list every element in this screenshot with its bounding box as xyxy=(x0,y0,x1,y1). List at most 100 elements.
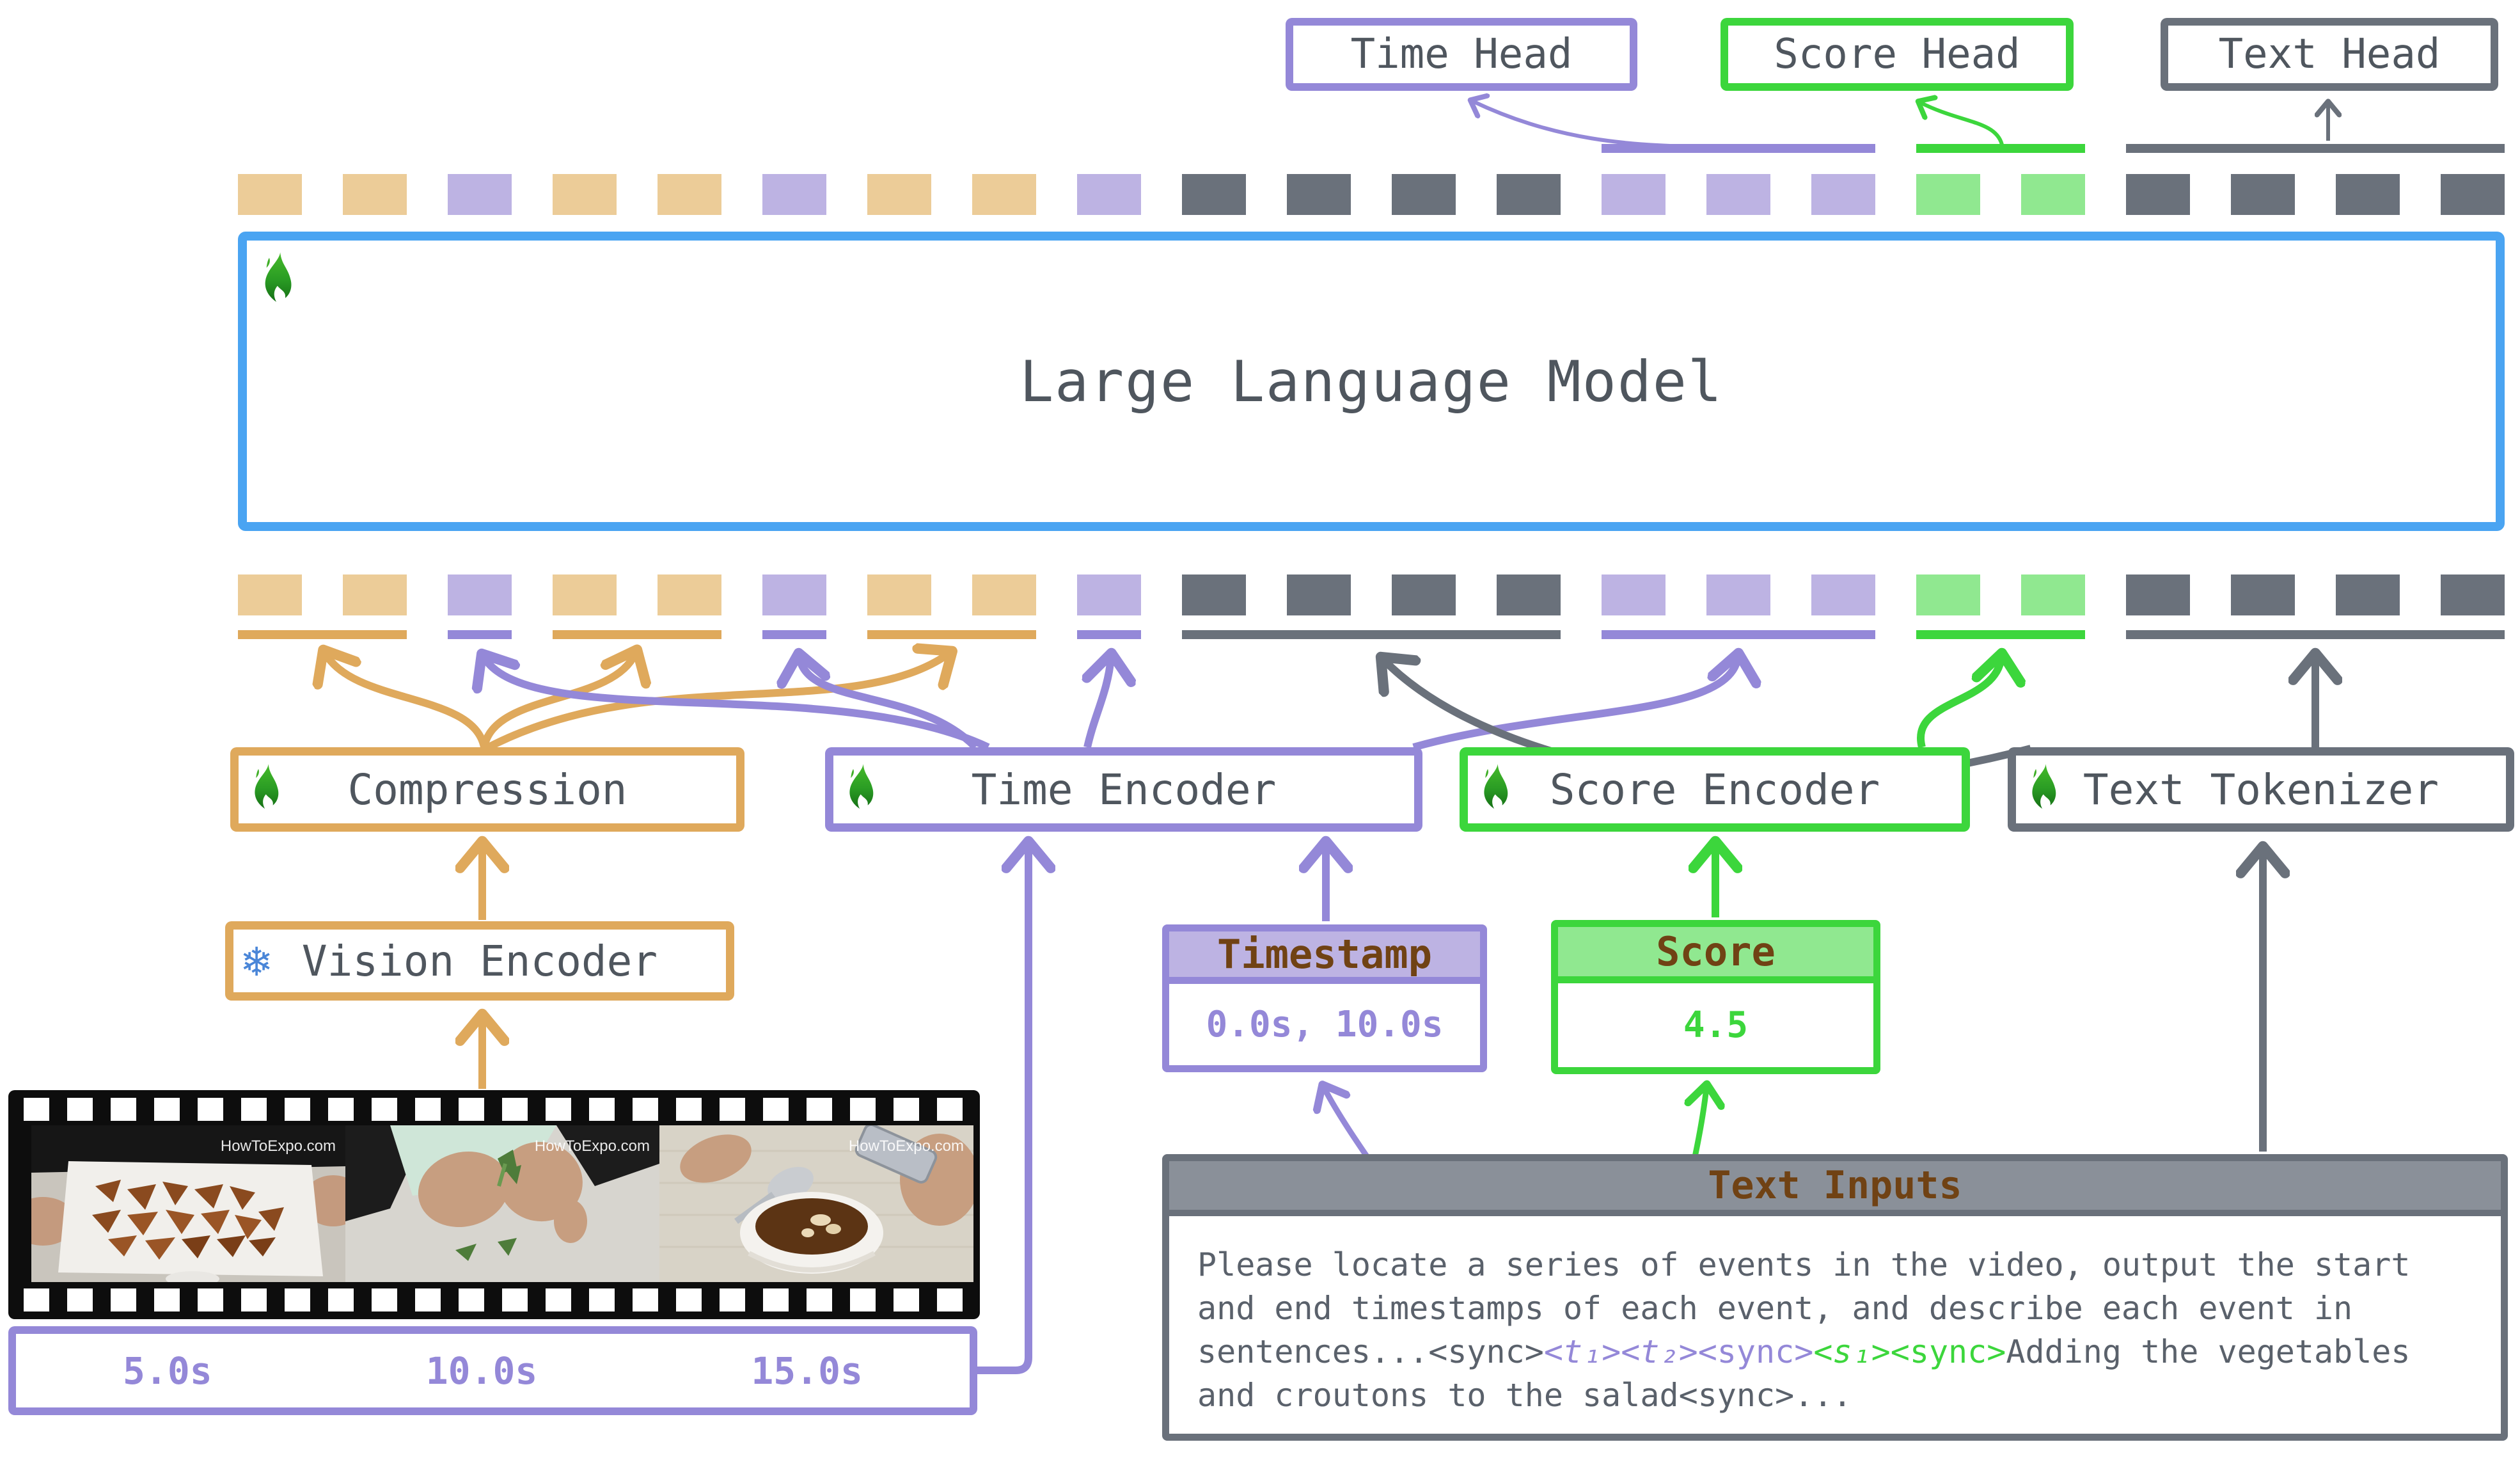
text-segment-purple: <sync> xyxy=(1697,1333,1814,1370)
underline-bar-purple xyxy=(1602,144,1875,153)
token-green xyxy=(2021,574,2085,615)
token-gray xyxy=(1392,574,1456,615)
token-gray xyxy=(2441,174,2505,215)
token-green xyxy=(2021,174,2085,215)
underline-bar-gray xyxy=(2126,630,2505,639)
token-purple xyxy=(1706,174,1770,215)
flame-icon xyxy=(257,250,297,306)
text-segment-gray: sentences...<sync> xyxy=(1197,1333,1544,1370)
flame-icon xyxy=(248,762,283,812)
frame-2-watermark: HowToExpo.com xyxy=(535,1137,650,1155)
token-gray xyxy=(2441,574,2505,615)
frame-times-box: 5.0s 10.0s 15.0s xyxy=(8,1326,977,1415)
token-tan xyxy=(238,574,302,615)
token-tan xyxy=(658,574,721,615)
token-gray xyxy=(1392,174,1456,215)
text-line: Please locate a series of events in the … xyxy=(1197,1243,2501,1287)
compression-box: Compression xyxy=(230,747,744,832)
underline-bar-purple xyxy=(1077,630,1141,639)
token-tan xyxy=(972,574,1036,615)
timestamp-value: 0.0s, 10.0s xyxy=(1206,1004,1444,1045)
flame-icon xyxy=(1477,762,1513,812)
llm-box: Large Language Model xyxy=(238,232,2505,531)
underline-bar-green xyxy=(1916,630,2085,639)
llm-label: Large Language Model xyxy=(1020,348,1723,415)
underline-bar-purple xyxy=(1602,630,1875,639)
video-film-strip: HowToExpo.com HowToExpo.com xyxy=(8,1090,980,1319)
token-purple xyxy=(448,574,512,615)
text-segment-gray: Please locate a series of events in the … xyxy=(1197,1246,2411,1283)
timestamp-box: Timestamp 0.0s, 10.0s xyxy=(1162,924,1487,1072)
token-gray xyxy=(1497,574,1561,615)
underline-bar-gray xyxy=(2126,144,2505,153)
token-gray xyxy=(1287,574,1351,615)
token-purple xyxy=(762,574,826,615)
time-head-box: Time Head xyxy=(1286,18,1637,91)
token-purple xyxy=(448,174,512,215)
frame-time-3: 15.0s xyxy=(751,1349,863,1393)
score-encoder-box: Score Encoder xyxy=(1460,747,1970,832)
time-encoder-box: Time Encoder xyxy=(825,747,1422,832)
text-segment-gray: and croutons to the salad<sync>... xyxy=(1197,1377,1852,1414)
token-gray xyxy=(1182,174,1246,215)
token-tan xyxy=(553,574,617,615)
score-value: 4.5 xyxy=(1683,1004,1749,1046)
score-title: Score xyxy=(1558,927,1873,983)
token-tan xyxy=(343,574,407,615)
score-box: Score 4.5 xyxy=(1551,920,1880,1074)
token-gray xyxy=(2126,174,2190,215)
text-line: and end timestamps of each event, and de… xyxy=(1197,1287,2501,1330)
text-head-label: Text Head xyxy=(2218,31,2441,78)
film-sprockets-bottom xyxy=(24,1288,965,1311)
token-gray xyxy=(2126,574,2190,615)
text-inputs-body: Please locate a series of events in the … xyxy=(1169,1216,2501,1417)
token-purple xyxy=(1811,174,1875,215)
time-head-label: Time Head xyxy=(1350,31,1573,78)
token-green xyxy=(1916,574,1980,615)
frame-3-watermark: HowToExpo.com xyxy=(849,1137,964,1155)
text-tokenizer-label: Text Tokenizer xyxy=(2083,765,2439,814)
text-inputs-title: Text Inputs xyxy=(1169,1161,2501,1216)
text-segment-gray: Adding the vegetables xyxy=(2006,1333,2411,1370)
token-tan xyxy=(972,174,1036,215)
token-gray xyxy=(2231,574,2295,615)
text-line: sentences...<sync><t₁><t₂><sync><s₁><syn… xyxy=(1197,1330,2501,1374)
token-tan xyxy=(867,574,931,615)
underline-bar-gray xyxy=(1182,630,1561,639)
frame-1-watermark: HowToExpo.com xyxy=(221,1137,336,1155)
token-purple xyxy=(1706,574,1770,615)
timestamp-title: Timestamp xyxy=(1169,931,1480,984)
text-segment-gray: and end timestamps of each event, and de… xyxy=(1197,1290,2353,1327)
underline-bar-tan xyxy=(553,630,721,639)
underline-bar-green xyxy=(1916,144,2085,153)
text-head-box: Text Head xyxy=(2161,18,2498,91)
video-frame-2: HowToExpo.com xyxy=(345,1125,659,1282)
token-gray xyxy=(1497,174,1561,215)
token-purple xyxy=(1077,174,1141,215)
token-green xyxy=(1916,174,1980,215)
underline-bar-tan xyxy=(867,630,1036,639)
time-encoder-label: Time Encoder xyxy=(971,765,1277,814)
vision-encoder-box: ❄ Vision Encoder xyxy=(225,921,734,1001)
frame-time-1: 5.0s xyxy=(123,1349,212,1393)
tan-arrows xyxy=(326,654,949,1089)
token-purple xyxy=(1811,574,1875,615)
vision-encoder-label: Vision Encoder xyxy=(301,936,658,986)
score-head-box: Score Head xyxy=(1721,18,2074,91)
token-tan xyxy=(658,174,721,215)
token-purple xyxy=(1077,574,1141,615)
underline-bar-purple xyxy=(448,630,512,639)
underline-bar-purple xyxy=(762,630,826,639)
video-frame-1: HowToExpo.com xyxy=(31,1125,345,1282)
text-segment-green: <s₁> xyxy=(1813,1333,1891,1370)
underline-bar-tan xyxy=(238,630,407,639)
video-frames: HowToExpo.com HowToExpo.com xyxy=(31,1125,973,1282)
token-tan xyxy=(238,174,302,215)
score-head-label: Score Head xyxy=(1774,31,2020,78)
token-purple xyxy=(762,174,826,215)
token-tan xyxy=(343,174,407,215)
token-purple xyxy=(1602,574,1666,615)
token-gray xyxy=(2336,574,2400,615)
text-line: and croutons to the salad<sync>... xyxy=(1197,1374,2501,1417)
